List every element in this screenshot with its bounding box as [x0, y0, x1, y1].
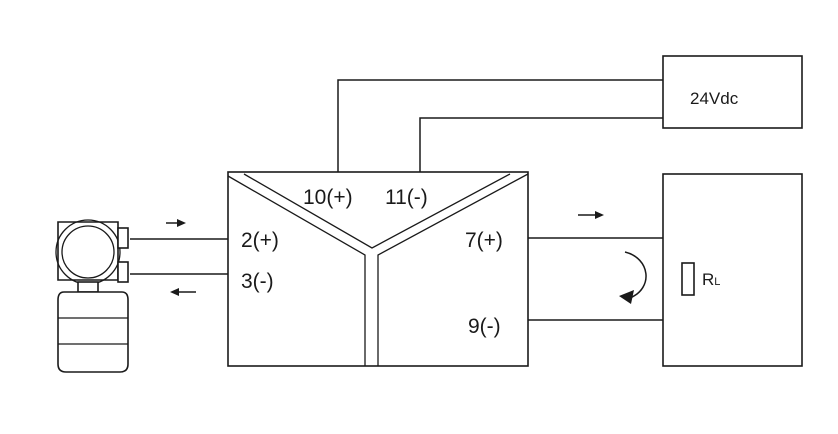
supply-wire-negative — [419, 117, 663, 172]
power-supply-box — [662, 55, 803, 129]
isolator-module: 10(+) 11(-) 2(+) 3(-) 7(+) 9(-) — [227, 171, 529, 367]
supply-wire-positive — [337, 79, 663, 172]
terminal-11-label: 11(-) — [385, 186, 428, 209]
curved-arrow-icon — [619, 251, 647, 304]
terminal-2-label: 2(+) — [241, 229, 279, 252]
pressure-transmitter-icon — [55, 219, 129, 373]
resistor-label: RL — [702, 270, 720, 289]
power-supply-label: 24Vdc — [690, 89, 739, 108]
terminal-7-label: 7(+) — [465, 229, 503, 252]
resistor-icon — [681, 262, 695, 296]
arrow-icon — [170, 288, 196, 296]
terminal-3-label: 3(-) — [241, 270, 274, 293]
isolator-partition — [227, 173, 529, 366]
arrow-icon — [578, 211, 604, 219]
arrow-icon — [166, 219, 186, 227]
power-supply: 24Vdc — [662, 55, 803, 129]
terminal-10-label: 10(+) — [303, 186, 353, 209]
terminal-9-label: 9(-) — [468, 315, 501, 338]
